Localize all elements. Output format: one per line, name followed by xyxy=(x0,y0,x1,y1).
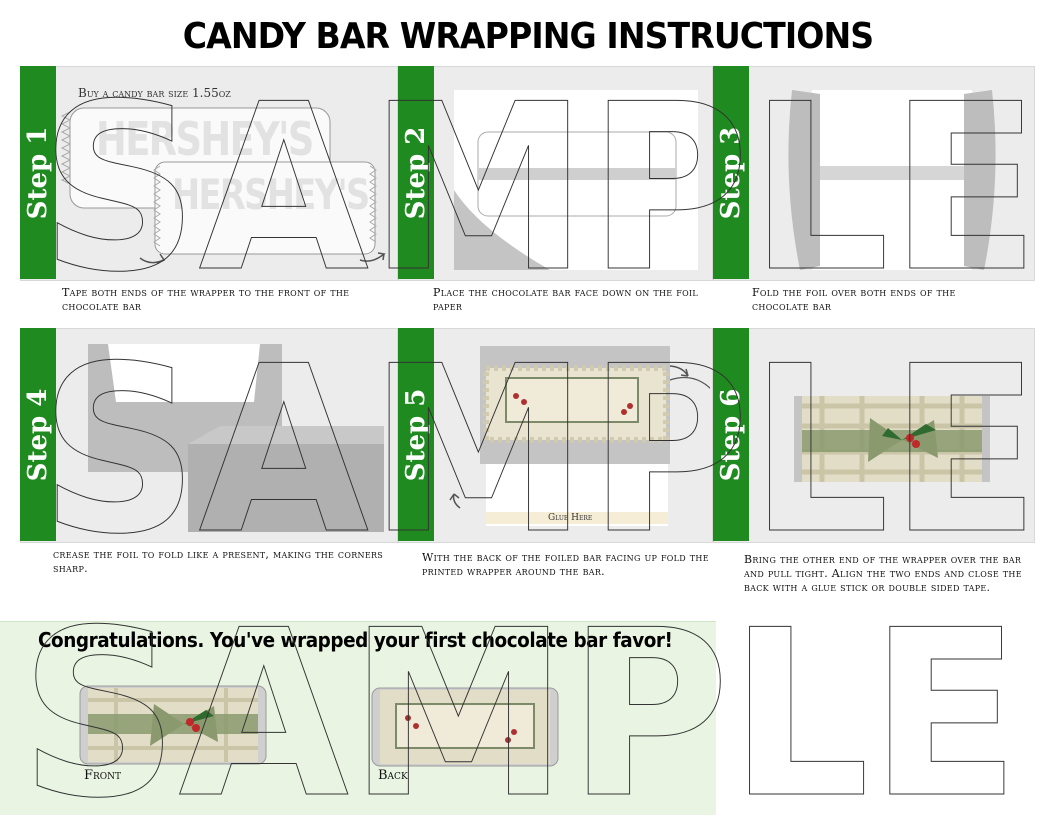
front-label: Front xyxy=(84,768,122,783)
step-3-caption: Fold the foil over both ends of the choc… xyxy=(752,286,956,313)
page-title: CANDY BAR WRAPPING INSTRUCTIONS xyxy=(182,16,874,57)
step-4-illustration xyxy=(88,344,384,532)
congrats-title: Congratulations. You've wrapped your fir… xyxy=(38,628,673,652)
step-4-tab: Step 4 xyxy=(20,328,56,541)
step-5-tab: Step 5 xyxy=(398,328,434,541)
step-2-label: Step 2 xyxy=(401,126,431,219)
step-6-tab: Step 6 xyxy=(713,328,749,541)
hershey-logo-2: HERSHEY'S xyxy=(172,170,370,219)
step-6-label: Step 6 xyxy=(716,388,746,481)
finished-bar-back xyxy=(371,687,559,767)
step-6-caption: Bring the other end of the wrapper over … xyxy=(744,553,1022,594)
step-6-illustration xyxy=(794,396,990,482)
step-1-tab: Step 1 xyxy=(20,66,56,279)
step-1-caption: Tape both ends of the wrapper to the fro… xyxy=(62,286,350,313)
step-2-tab: Step 2 xyxy=(398,66,434,279)
step-1-label: Step 1 xyxy=(23,126,53,219)
hershey-logo-1: HERSHEY'S xyxy=(96,112,314,166)
step-2-illustration xyxy=(454,90,698,270)
step-3-label: Step 3 xyxy=(716,126,746,219)
finished-bar-front xyxy=(79,685,267,765)
step-5-label: Step 5 xyxy=(401,388,431,481)
step-2-caption: Place the chocolate bar face down on the… xyxy=(433,286,699,313)
step-1-illustration xyxy=(60,107,386,264)
glue-here-label: Glue Here xyxy=(548,513,593,523)
step-4-caption: crease the foil to fold like a present, … xyxy=(53,548,384,575)
step-5-illustration xyxy=(449,346,710,526)
step-5-caption: With the back of the foiled bar facing u… xyxy=(422,551,709,578)
step-1-note: Buy a candy bar size 1.55oz xyxy=(78,86,231,100)
step-3-illustration xyxy=(788,90,996,270)
step-4-label: Step 4 xyxy=(23,388,53,481)
step-3-tab: Step 3 xyxy=(713,66,749,279)
back-label: Back xyxy=(378,768,408,783)
